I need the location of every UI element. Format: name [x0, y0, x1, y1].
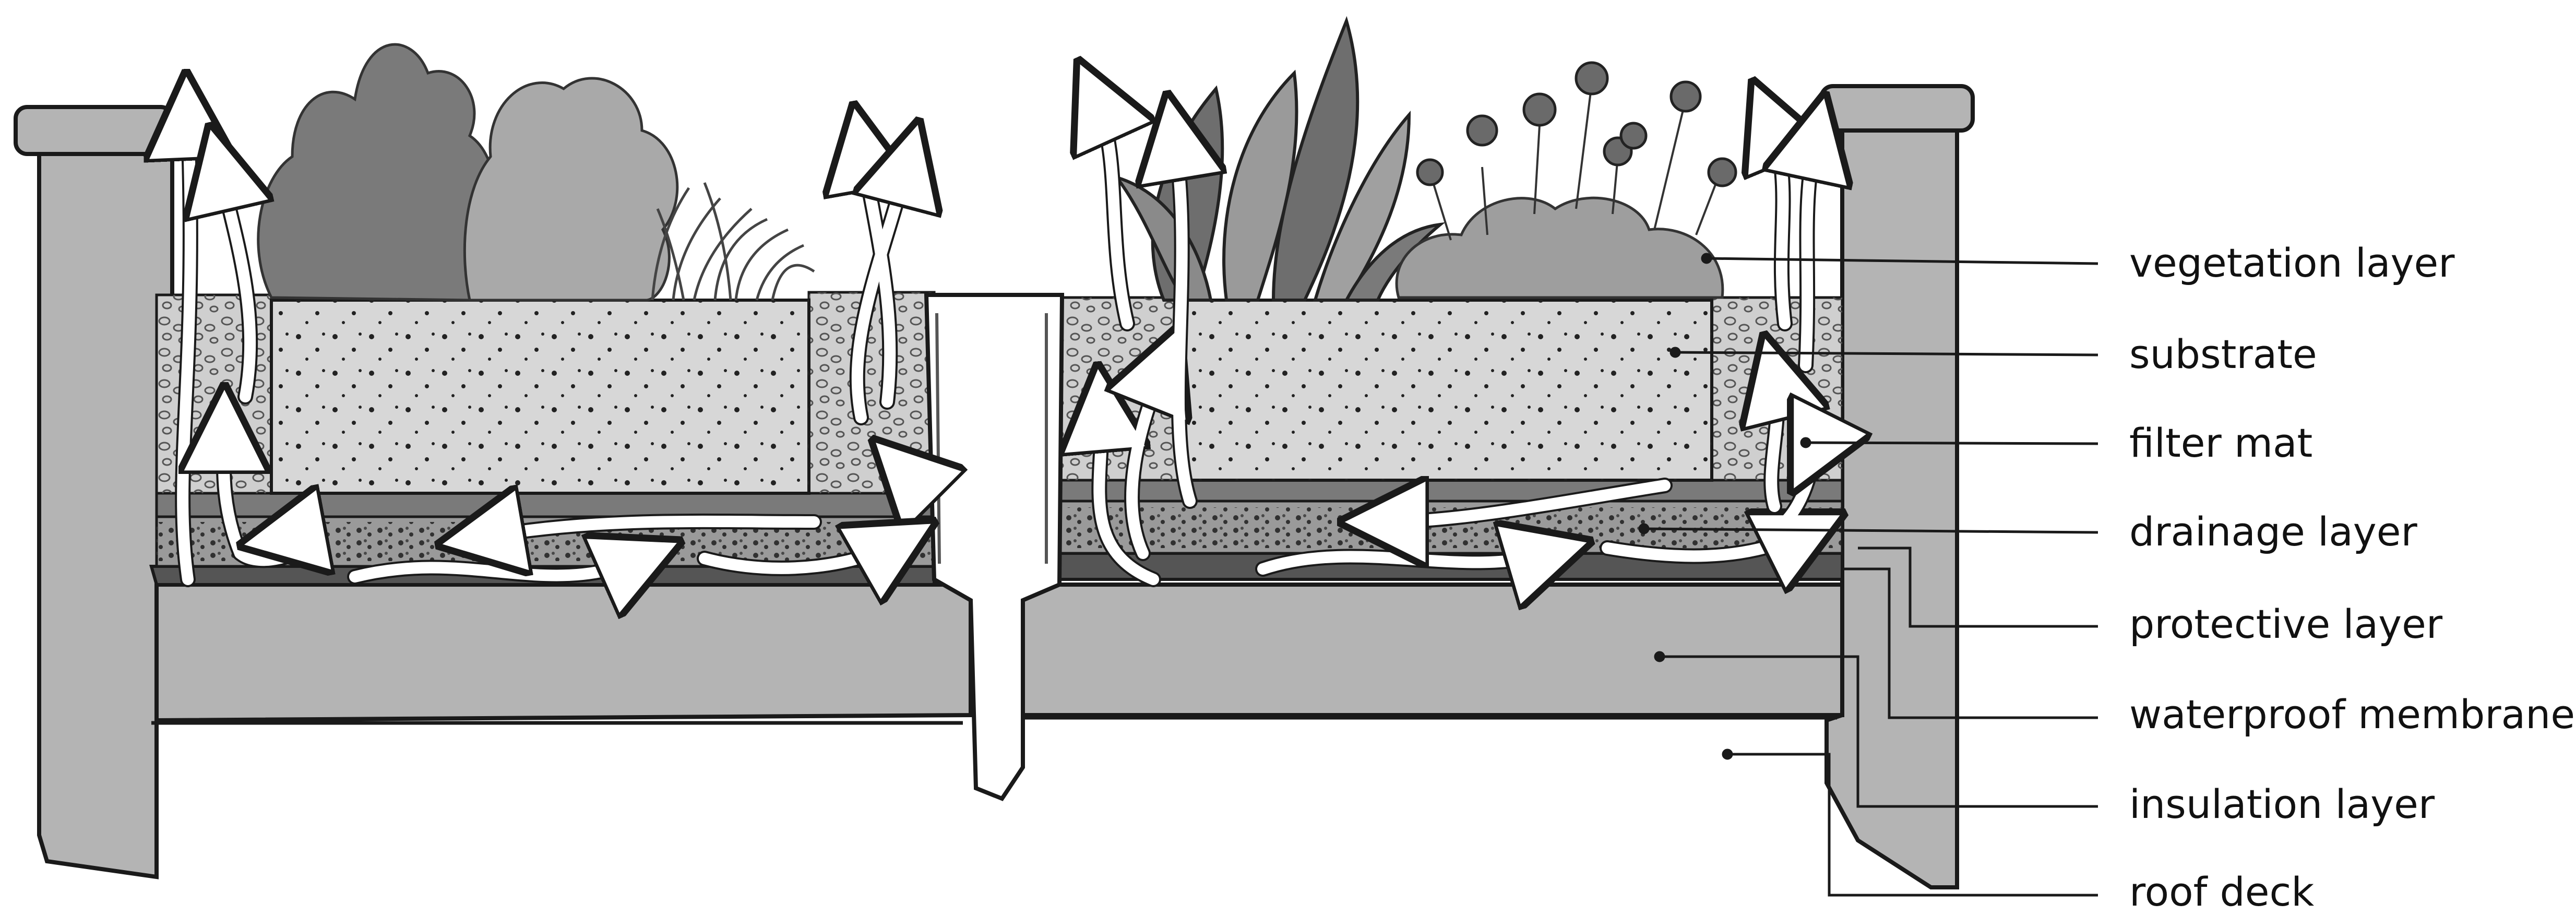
label-waterproof-membrane: waterproof membrane — [2129, 691, 2575, 738]
label-insulation-layer: insulation layer — [2129, 781, 2435, 827]
left-vegetation — [258, 44, 814, 300]
left-wall-cap — [16, 107, 172, 154]
layer-labels: vegetation layer substrate filter mat dr… — [2129, 240, 2575, 915]
label-drainage-layer: drainage layer — [2129, 508, 2417, 555]
label-substrate: substrate — [2129, 331, 2317, 377]
right-wall-cap — [1821, 86, 1973, 130]
label-roof-deck: roof deck — [2129, 869, 2314, 915]
flowering-mound — [1397, 198, 1723, 298]
label-filter-mat: filter mat — [2129, 420, 2312, 466]
left-parapet-wall — [39, 130, 172, 877]
broadleaf-plant — [1117, 21, 1440, 300]
right-parapet-wall — [1827, 128, 1957, 887]
left-planter-bed — [151, 292, 934, 585]
left-shrub-dark — [258, 44, 496, 300]
flow-arrow-18 — [1771, 376, 1778, 506]
right-planter-bed — [1044, 298, 1842, 579]
flower-heads — [1417, 63, 1736, 186]
label-protective-layer: protective layer — [2129, 601, 2443, 647]
left-filter-mat — [157, 493, 934, 517]
left-shrub-light — [464, 78, 677, 300]
leader-filter — [1806, 443, 2098, 444]
right-filter-mat — [1049, 480, 1842, 501]
right-vegetation — [1117, 21, 1736, 300]
label-vegetation-layer: vegetation layer — [2129, 240, 2455, 286]
